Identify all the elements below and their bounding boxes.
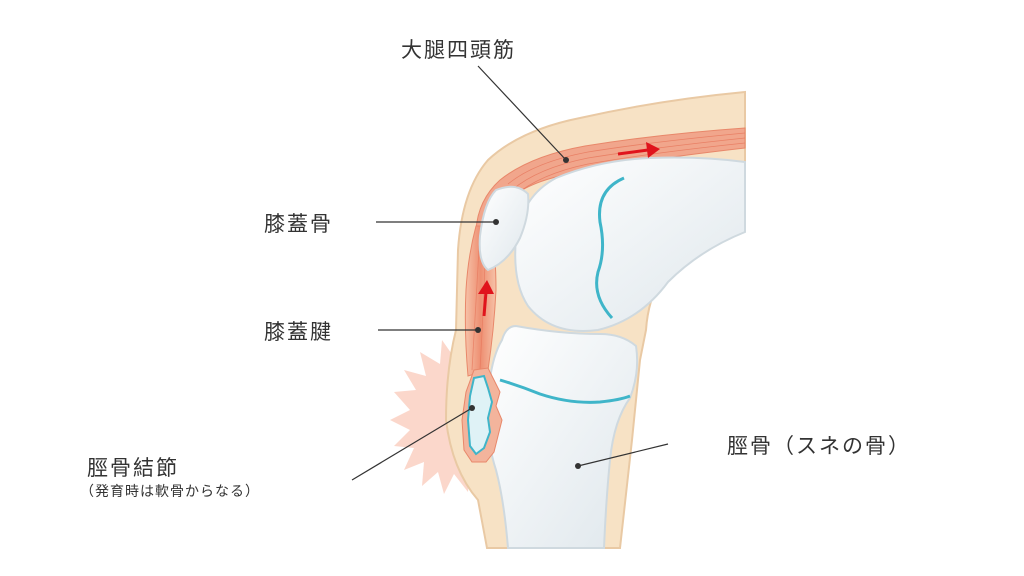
label-patella: 膝蓋骨: [264, 212, 333, 236]
label-patellar-tendon: 膝蓋腱: [264, 320, 333, 344]
leader-lines: [351, 65, 669, 481]
patella-bone: [478, 185, 530, 272]
femur-growth-line: [595, 176, 625, 320]
tibial-tuberosity-bone: [466, 374, 494, 456]
quadriceps-fibers: [507, 132, 746, 197]
label-tibia: 脛骨（スネの骨）: [727, 434, 911, 458]
leader-dots: [469, 157, 581, 469]
label-tibial-tuberosity: 脛骨結節: [87, 456, 179, 480]
femur-bone: [514, 156, 746, 332]
tibia-growth-line: [499, 378, 631, 404]
arrow-quadriceps: [617, 142, 660, 158]
label-tibial-tuberosity-note: （発育時は軟骨からなる）: [80, 484, 260, 500]
arrow-tendon: [478, 280, 494, 317]
label-quadriceps: 大腿四頭筋: [401, 38, 516, 62]
